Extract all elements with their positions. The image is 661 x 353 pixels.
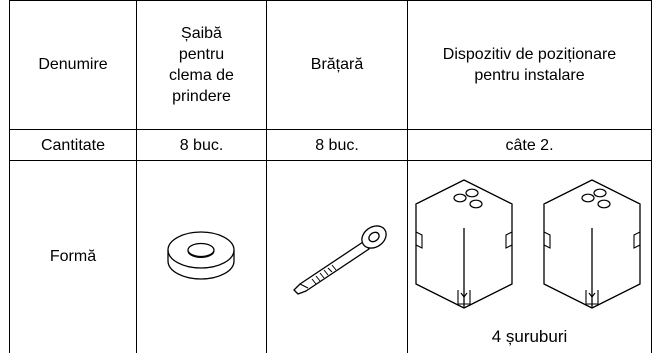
header-washer: Șaibă pentru clema de prindere (136, 0, 267, 129)
quantity-label-text: Cantitate (40, 136, 106, 154)
header-washer-line: Șaibă (181, 24, 222, 42)
table-row-divider (9, 129, 652, 130)
quantity-clamp-value: 8 buc. (315, 136, 359, 154)
cable-tie-icon (293, 225, 387, 295)
washer-icon (167, 231, 235, 280)
header-denumire: Denumire (9, 0, 137, 129)
header-clamp-label: Brățară (310, 56, 364, 73)
table-border-top (9, 0, 652, 1)
table-border-right (651, 0, 652, 353)
screws-caption: 4 șuruburi (407, 320, 652, 353)
header-positioning-device: Dispozitiv de poziționare pentru instala… (407, 0, 652, 129)
header-washer-line: prindere (172, 87, 231, 105)
table-column-divider (136, 0, 137, 353)
quantity-clamp: 8 buc. (266, 129, 408, 161)
quantity-label: Cantitate (9, 129, 137, 161)
header-device-line: pentru instalare (474, 66, 585, 84)
header-device-line: Dispozitiv de poziționare (442, 45, 617, 63)
shape-label-text: Formă (49, 248, 97, 265)
table-column-divider (407, 0, 408, 353)
shape-label: Formă (9, 160, 137, 353)
table-column-divider (266, 0, 267, 353)
header-label: Denumire (38, 56, 108, 73)
table-border-left (9, 0, 10, 353)
quantity-device: câte 2. (407, 129, 652, 161)
header-washer-line: clema de (169, 66, 234, 84)
quantity-device-value: câte 2. (505, 136, 554, 154)
table-row-divider (9, 160, 652, 161)
screws-caption-text: 4 șuruburi (491, 327, 568, 346)
positioning-block-icon (415, 179, 641, 309)
quantity-washer: 8 buc. (136, 129, 267, 161)
quantity-washer-value: 8 buc. (179, 136, 224, 154)
header-washer-line: pentru (178, 45, 225, 63)
header-clamp: Brățară (266, 0, 408, 129)
